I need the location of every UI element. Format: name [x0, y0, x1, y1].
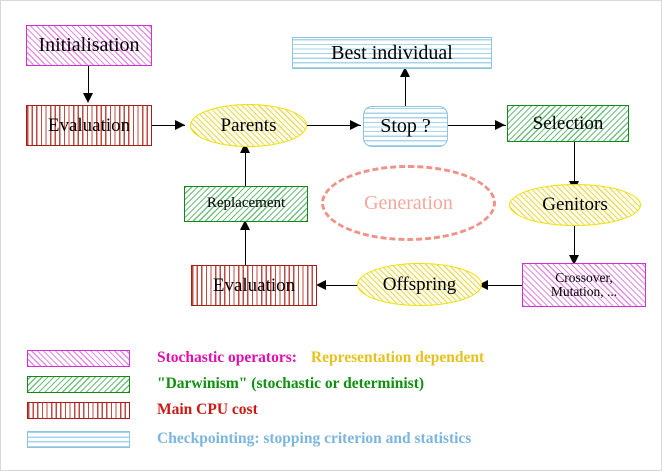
legend-text-representation-dependent: Representation dependent [310, 349, 485, 366]
legend-text-main-cpu-cost: Main CPU cost [157, 401, 258, 418]
legend-text-checkpointing: Checkpointing: stopping criterion and st… [157, 430, 472, 447]
legend-row-main-cpu-cost: Main CPU cost [27, 397, 258, 423]
arrowhead-down-evaluation-top [83, 93, 93, 103]
node-replacement[interactable]: Replacement [184, 186, 308, 222]
node-generation-annotation: Generation [321, 165, 496, 241]
arrowhead-up-best-individual [400, 67, 410, 77]
legend-swatch-red-vertical-hatch [27, 401, 130, 419]
node-selection[interactable]: Selection [507, 105, 629, 142]
arrowhead-right-selection [495, 120, 505, 130]
node-stop-label: Stop ? [380, 115, 431, 137]
arrowhead-right-parents [175, 120, 185, 130]
arrowhead-up-parents [240, 143, 250, 153]
node-offspring-label: Offspring [382, 273, 457, 295]
edge-evaluation-to-replacement [245, 222, 247, 267]
legend-label-darwinism: "Darwinism" (stochastic or determinist) [157, 375, 424, 393]
legend-swatch-magenta-diagonal-hatch [27, 349, 130, 367]
arrowhead-right-stop [350, 120, 360, 130]
edge-replacement-to-parents [245, 146, 247, 186]
node-stop[interactable]: Stop ? [363, 106, 448, 147]
edge-genitors-to-crossover [574, 225, 576, 263]
node-initialisation[interactable]: Initialisation [26, 25, 152, 66]
arrowhead-left-offspring [478, 280, 488, 290]
edge-crossover-to-offspring [484, 285, 523, 287]
node-offspring[interactable]: Offspring [357, 263, 482, 306]
edge-offspring-to-evaluation [321, 285, 361, 287]
node-replacement-label: Replacement [206, 195, 286, 212]
arrowhead-down-crossover [569, 255, 579, 265]
arrowhead-left-evaluation-bottom [316, 280, 326, 290]
legend-text-stochastic-operators: Stochastic operators: [157, 349, 297, 366]
legend-label-checkpointing: Checkpointing: stopping criterion and st… [157, 430, 471, 448]
node-crossover-label-line2: Mutation, ... [550, 284, 618, 299]
node-evaluation-bottom-label: Evaluation [212, 274, 296, 296]
legend-text-darwinism: "Darwinism" (stochastic or determinist) [157, 375, 425, 392]
node-genitors-label: Genitors [542, 194, 608, 216]
node-initialisation-label: Initialisation [38, 34, 140, 56]
edge-initialisation-to-evaluation [88, 65, 90, 96]
legend-swatch-green-diagonal-hatch [27, 375, 130, 393]
legend: Stochastic operators: Representation depe… [1, 337, 661, 470]
legend-row-stochastic-operators: Stochastic operators: Representation depe… [27, 345, 484, 371]
legend-label-main-cpu-cost: Main CPU cost [157, 401, 258, 419]
node-generation-label: Generation [364, 191, 453, 214]
edge-evaluation-to-parents [151, 125, 185, 127]
node-evaluation-bottom[interactable]: Evaluation [191, 265, 317, 306]
edge-selection-to-genitors [574, 141, 576, 186]
edge-parents-to-stop [306, 125, 361, 127]
edge-stop-to-selection [448, 125, 506, 127]
legend-row-checkpointing: Checkpointing: stopping criterion and st… [27, 426, 471, 452]
node-evaluation-top[interactable]: Evaluation [26, 105, 152, 146]
node-genitors[interactable]: Genitors [509, 184, 641, 226]
node-best-individual-label: Best individual [331, 41, 453, 64]
node-best-individual[interactable]: Best individual [292, 37, 492, 69]
edge-stop-to-best-individual [405, 69, 407, 107]
legend-row-darwinism: "Darwinism" (stochastic or determinist) [27, 371, 424, 397]
arrowhead-up-replacement [240, 220, 250, 230]
node-selection-label: Selection [532, 112, 604, 134]
node-crossover-label-line1: Crossover, [555, 269, 613, 285]
node-parents-label: Parents [220, 114, 277, 136]
node-parents[interactable]: Parents [190, 104, 307, 147]
legend-swatch-blue-horizontal-hatch [27, 430, 130, 448]
node-evaluation-top-label: Evaluation [47, 114, 131, 136]
node-crossover-mutation[interactable]: Crossover, Mutation, ... [522, 263, 646, 307]
legend-label-stochastic-operators: Stochastic operators: Representation depe… [157, 349, 484, 367]
